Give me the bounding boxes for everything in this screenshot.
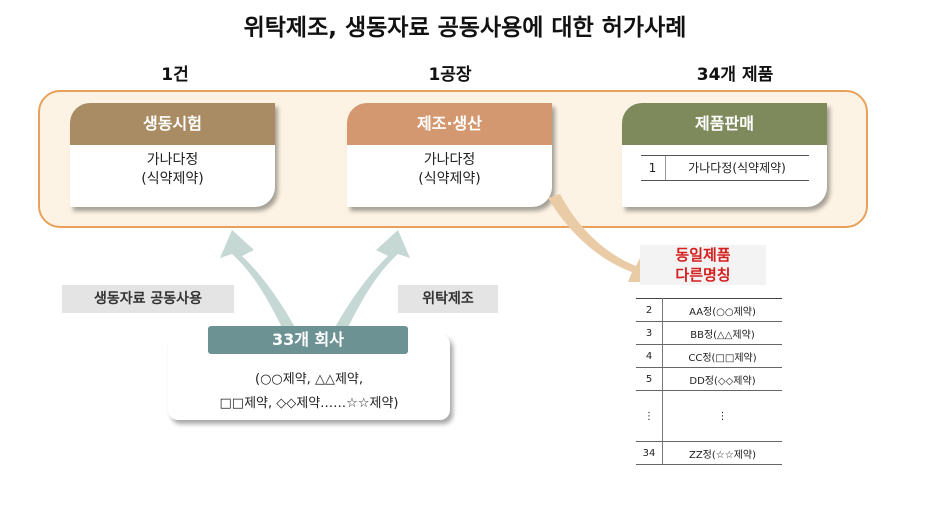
same-product-line2: 다른명칭 xyxy=(675,266,731,284)
same-product-line1: 동일제품 xyxy=(675,246,731,264)
card-manufacturing-line2: (식약제약) xyxy=(418,171,481,187)
label-shared-data: 생동자료 공동사용 xyxy=(62,285,234,313)
arrow-to-products xyxy=(548,194,652,282)
header-count-products: 34개 제품 xyxy=(696,65,774,85)
page-title: 위탁제조, 생동자료 공동사용에 대한 허가사례 xyxy=(243,15,687,41)
table-row-ellipsis: ⋮⋮ xyxy=(636,390,782,442)
card-sales-title: 제품판매 xyxy=(622,103,827,145)
row-name: BB정(△△제약) xyxy=(662,321,782,345)
same-product-title: 동일제품 다른명칭 xyxy=(640,245,766,285)
row-number: 3 xyxy=(636,321,663,345)
sales-row: 1 가나다정(식약제약) xyxy=(640,155,809,181)
card-bioequivalence-line2: (식약제약) xyxy=(141,171,204,187)
company-list-line1: (○○제약, △△제약, xyxy=(255,372,363,387)
row-name: ZZ정(☆☆제약) xyxy=(662,441,782,465)
card-manufacturing-title: 제조·생산 xyxy=(347,103,552,145)
company-count-tag: 33개 회사 xyxy=(208,326,408,354)
row-number: 2 xyxy=(636,298,663,322)
row-number: 5 xyxy=(636,367,663,391)
row-number: 4 xyxy=(636,344,663,368)
header-count-factory: 1공장 xyxy=(428,65,472,85)
arrow-to-bio xyxy=(220,230,300,336)
card-manufacturing: 제조·생산 가나다정 (식약제약) xyxy=(347,103,552,207)
row-name: AA정(○○제약) xyxy=(662,298,782,322)
arrow-to-mfg xyxy=(330,230,410,336)
sales-row-text: 가나다정(식약제약) xyxy=(688,161,786,175)
sales-row-number: 1 xyxy=(641,156,666,180)
row-name: ⋮ xyxy=(662,390,782,442)
row-number: 34 xyxy=(636,441,663,465)
card-bioequivalence-line1: 가나다정 xyxy=(146,152,199,168)
company-list-line2: □□제약, ◇◇제약……☆☆제약) xyxy=(219,396,399,411)
row-number: ⋮ xyxy=(636,390,663,442)
card-manufacturing-line1: 가나다정 xyxy=(423,152,476,168)
card-bioequivalence: 생동시험 가나다정 (식약제약) xyxy=(70,103,275,207)
card-bioequivalence-title: 생동시험 xyxy=(70,103,275,145)
row-name: CC정(□□제약) xyxy=(662,344,782,368)
header-count-case: 1건 xyxy=(161,65,189,85)
label-consign: 위탁제조 xyxy=(398,285,498,313)
card-sales: 제품판매 1 가나다정(식약제약) xyxy=(622,103,827,207)
row-name: DD정(◇◇제약) xyxy=(662,367,782,391)
